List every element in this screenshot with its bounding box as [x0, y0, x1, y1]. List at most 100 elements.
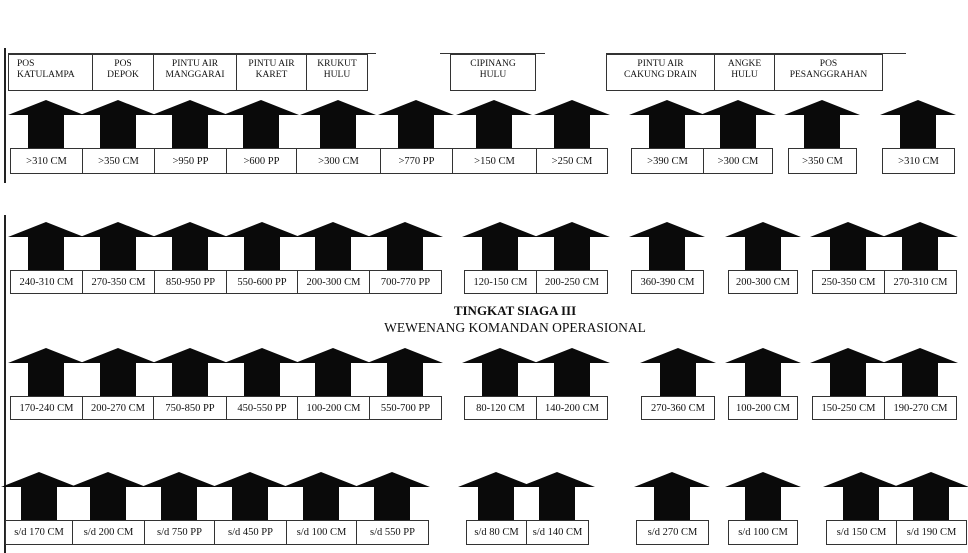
- threshold-cell: 190-270 CM: [884, 396, 957, 420]
- threshold-cell: s/d 150 CM: [826, 520, 897, 545]
- threshold-cell: 700-770 PP: [369, 270, 442, 294]
- threshold-cell: >250 CM: [536, 148, 608, 174]
- up-arrow-icon: [80, 100, 156, 149]
- up-arrow-icon: [8, 222, 84, 271]
- station-header: POS DEPOK: [92, 54, 154, 91]
- station-header: PINTU AIR CAKUNG DRAIN: [606, 54, 715, 91]
- up-arrow-icon: [519, 472, 595, 521]
- threshold-cell: >350 CM: [788, 148, 857, 174]
- up-arrow-icon: [810, 222, 886, 271]
- up-arrow-icon: [295, 348, 371, 397]
- up-arrow-icon: [283, 472, 359, 521]
- up-arrow-icon: [8, 348, 84, 397]
- station-header: PINTU AIR KARET: [236, 54, 307, 91]
- threshold-cell: s/d 170 CM: [5, 520, 73, 545]
- up-arrow-icon: [8, 100, 84, 149]
- up-arrow-icon: [152, 100, 228, 149]
- threshold-cell: 450-550 PP: [226, 396, 298, 420]
- threshold-cell: 170-240 CM: [10, 396, 83, 420]
- up-arrow-icon: [724, 348, 801, 397]
- threshold-cell: 80-120 CM: [464, 396, 537, 420]
- up-arrow-icon: [151, 348, 228, 397]
- threshold-cell: s/d 80 CM: [466, 520, 527, 545]
- up-arrow-icon: [462, 348, 538, 397]
- threshold-cell: >300 CM: [703, 148, 773, 174]
- threshold-cell: s/d 100 CM: [286, 520, 357, 545]
- up-arrow-icon: [70, 472, 146, 521]
- up-arrow-icon: [533, 348, 610, 397]
- threshold-cell: >150 CM: [452, 148, 537, 174]
- threshold-cell: 550-700 PP: [369, 396, 442, 420]
- up-arrow-icon: [367, 222, 443, 271]
- up-arrow-icon: [354, 472, 430, 521]
- station-header: POS PESANGGRAHAN: [774, 54, 883, 91]
- threshold-cell: s/d 450 PP: [214, 520, 287, 545]
- threshold-cell: 200-270 CM: [82, 396, 154, 420]
- threshold-cell: >350 CM: [82, 148, 155, 174]
- threshold-cell: 100-200 CM: [297, 396, 370, 420]
- threshold-cell: 200-300 CM: [297, 270, 370, 294]
- threshold-cell: 120-150 CM: [464, 270, 537, 294]
- up-arrow-icon: [880, 100, 956, 149]
- threshold-cell: 360-390 CM: [631, 270, 704, 294]
- up-arrow-icon: [634, 472, 710, 521]
- section-title: TINGKAT SIAGA III: [453, 303, 577, 318]
- threshold-cell: s/d 140 CM: [526, 520, 589, 545]
- up-arrow-icon: [699, 100, 776, 149]
- up-arrow-icon: [378, 100, 454, 149]
- threshold-cell: 200-250 CM: [536, 270, 608, 294]
- up-arrow-icon: [0, 472, 77, 521]
- up-arrow-icon: [223, 222, 300, 271]
- up-arrow-icon: [367, 348, 443, 397]
- up-arrow-icon: [533, 222, 610, 271]
- up-arrow-icon: [212, 472, 288, 521]
- threshold-cell: >310 CM: [10, 148, 83, 174]
- station-header: POS KATULAMPA: [8, 54, 93, 91]
- header-top-line: [440, 53, 545, 54]
- threshold-cell: 250-350 CM: [812, 270, 885, 294]
- up-arrow-icon: [458, 472, 534, 521]
- up-arrow-icon: [639, 348, 716, 397]
- threshold-cell: 750-850 PP: [153, 396, 227, 420]
- threshold-cell: >770 PP: [380, 148, 453, 174]
- header-top-line: [606, 53, 906, 54]
- up-arrow-icon: [80, 222, 156, 271]
- threshold-cell: 270-310 CM: [884, 270, 957, 294]
- up-arrow-icon: [893, 472, 968, 521]
- up-arrow-icon: [724, 222, 801, 271]
- threshold-cell: 140-200 CM: [536, 396, 608, 420]
- up-arrow-icon: [882, 222, 958, 271]
- up-arrow-icon: [152, 222, 228, 271]
- up-arrow-icon: [882, 348, 958, 397]
- up-arrow-icon: [223, 348, 300, 397]
- station-header: KRUKUT HULU: [306, 54, 368, 91]
- station-header: CIPINANG HULU: [450, 54, 536, 91]
- left-margin-line: [4, 48, 6, 183]
- threshold-cell: s/d 200 CM: [72, 520, 145, 545]
- threshold-cell: 270-360 CM: [641, 396, 715, 420]
- threshold-cell: >390 CM: [631, 148, 704, 174]
- up-arrow-icon: [295, 222, 371, 271]
- threshold-cell: 200-300 CM: [728, 270, 798, 294]
- up-arrow-icon: [456, 100, 532, 149]
- threshold-cell: 850-950 PP: [154, 270, 227, 294]
- up-arrow-icon: [724, 472, 801, 521]
- up-arrow-icon: [823, 472, 899, 521]
- station-header: PINTU AIR MANGGARAI: [153, 54, 237, 91]
- section-subtitle: WEWENANG KOMANDAN OPERASIONAL: [384, 320, 646, 335]
- threshold-cell: 150-250 CM: [812, 396, 885, 420]
- up-arrow-icon: [533, 100, 610, 149]
- threshold-cell: >310 CM: [882, 148, 955, 174]
- up-arrow-icon: [462, 222, 538, 271]
- up-arrow-icon: [629, 222, 705, 271]
- threshold-cell: 550-600 PP: [226, 270, 298, 294]
- header-top-line: [8, 53, 376, 54]
- threshold-cell: 270-350 CM: [82, 270, 155, 294]
- up-arrow-icon: [629, 100, 705, 149]
- threshold-cell: s/d 550 PP: [356, 520, 429, 545]
- up-arrow-icon: [810, 348, 886, 397]
- threshold-cell: >600 PP: [226, 148, 297, 174]
- threshold-cell: >950 PP: [154, 148, 227, 174]
- up-arrow-icon: [784, 100, 860, 149]
- threshold-cell: s/d 190 CM: [896, 520, 967, 545]
